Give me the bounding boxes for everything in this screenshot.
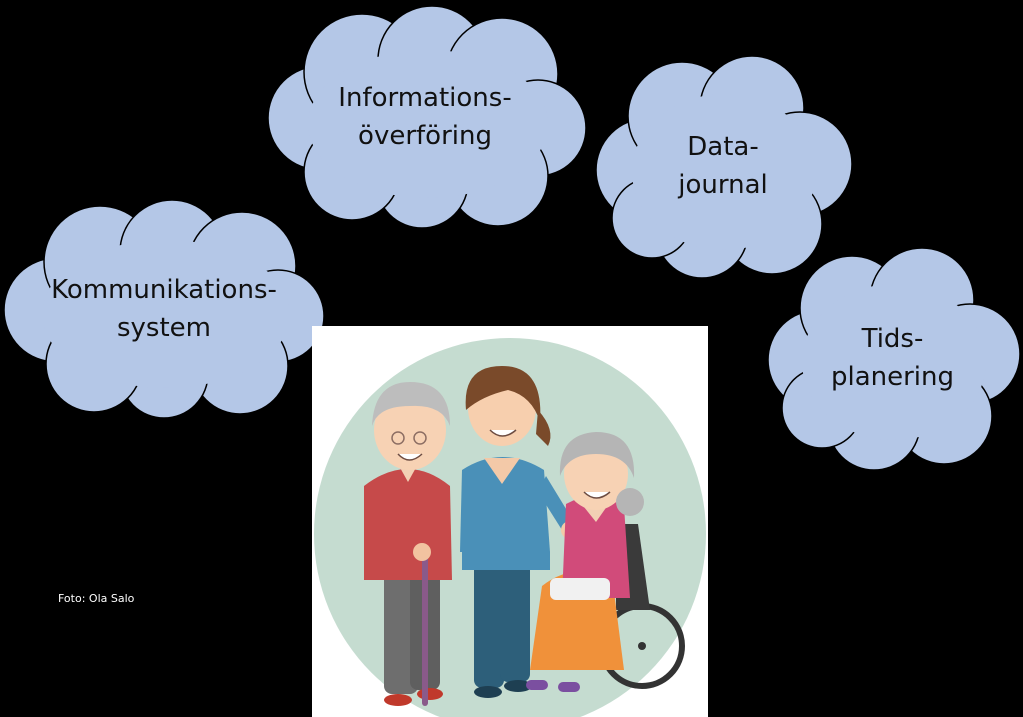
photo-credit: Foto: Ola Salo <box>58 592 135 605</box>
cloud-shape <box>767 247 1021 471</box>
cloud-informationsoverforing: Informations- överföring <box>262 5 588 229</box>
cloud-label: Kommunikations- system <box>0 198 328 420</box>
cloud-label-line1: Informations- <box>338 83 512 113</box>
cloud-label-line2: journal <box>678 170 768 200</box>
cloud-tidsplanering: Tids- planering <box>762 244 1023 472</box>
cloud-label: Tids- planering <box>762 244 1023 472</box>
cloud-label-line1: Tids- <box>861 324 924 354</box>
cloud-shape <box>267 5 587 229</box>
elderly-man-figure <box>364 382 452 706</box>
cloud-label: Informations- överföring <box>262 6 588 228</box>
cloud-shape <box>595 55 853 279</box>
cloud-label-line2: planering <box>830 362 955 392</box>
cloud-label: Data- journal <box>592 52 854 280</box>
cloud-kommunikationssystem: Kommunikations- system <box>0 198 328 420</box>
cloud-datajournal: Data- journal <box>592 52 854 280</box>
care-illustration-drawing <box>314 338 706 717</box>
cloud-label-line1: Data- <box>687 132 759 162</box>
cloud-label-line2: system <box>117 313 211 343</box>
cloud-label-line1: Kommunikations- <box>51 275 277 305</box>
cloud-shape <box>3 199 325 419</box>
care-illustration <box>312 326 708 717</box>
cloud-label-line2: överföring <box>358 121 492 151</box>
elderly-woman-figure <box>526 432 685 692</box>
